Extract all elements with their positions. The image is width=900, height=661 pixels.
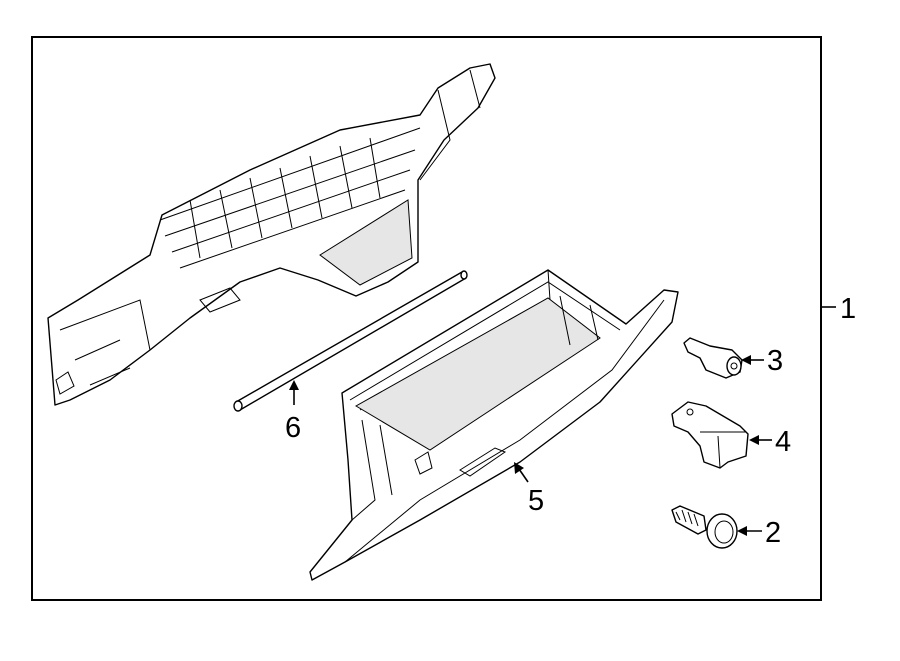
arrowhead-2: [737, 526, 747, 536]
callout-1: 1: [840, 293, 856, 325]
leader-5: [518, 468, 529, 483]
arrowhead-6: [289, 380, 299, 390]
arrowhead-4: [749, 435, 759, 445]
callout-4: 4: [775, 426, 791, 458]
glove-box-housing: [47, 63, 496, 406]
glove-box-door: [309, 269, 679, 581]
screw-part: [671, 505, 738, 549]
arrowhead-5: [514, 462, 524, 474]
rod-part: [233, 270, 468, 412]
callout-3: 3: [767, 345, 783, 377]
callout-5: 5: [528, 485, 544, 517]
latch-part: [671, 401, 749, 469]
diagram-frame: [31, 36, 822, 601]
damper-part: [683, 337, 743, 379]
arrowhead-3: [741, 355, 751, 365]
leader-lines: [289, 306, 836, 536]
callout-2: 2: [765, 517, 781, 549]
callout-6: 6: [285, 412, 301, 444]
